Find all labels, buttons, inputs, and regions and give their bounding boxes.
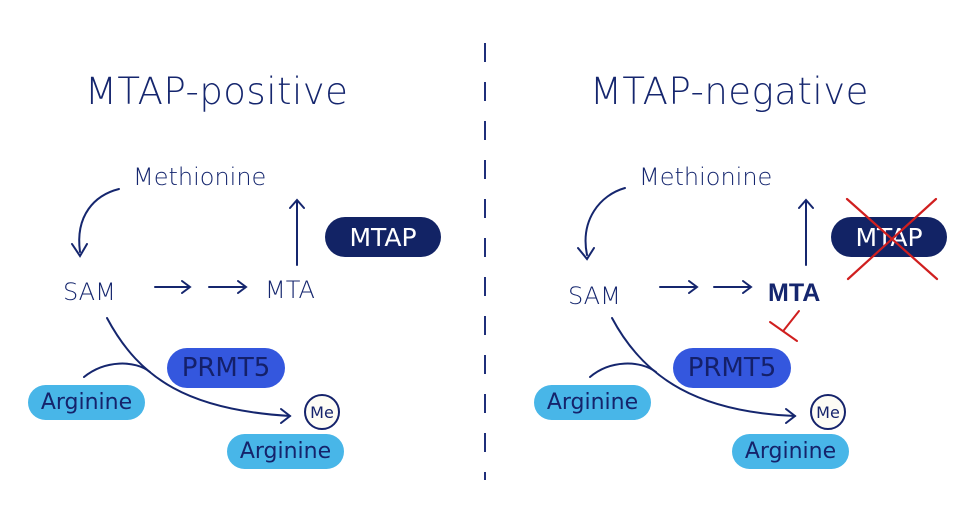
sam-to-methylarginine-curve xyxy=(611,317,796,417)
sam-to-methylarginine-curve xyxy=(106,317,291,417)
mta-to-methionine-arrow xyxy=(289,198,305,266)
methionine-to-sam-arrow xyxy=(78,188,120,253)
mta-to-methionine-arrow xyxy=(798,198,814,266)
methylarginine-arrowhead xyxy=(280,408,292,424)
arginine-substrate-pill: Arginine xyxy=(28,385,145,420)
methyl-group-badge: Me xyxy=(810,394,846,430)
sam-to-mta-arrow-1 xyxy=(659,280,699,294)
arginine-to-prmt5-curve xyxy=(589,362,657,378)
arginine-to-prmt5-curve xyxy=(83,362,151,378)
methylarginine-arrowhead xyxy=(785,408,797,424)
methionine-to-sam-arrowhead xyxy=(577,247,595,261)
panel-title: MTAP-positive xyxy=(85,70,349,113)
mta-label-accumulated: MTA xyxy=(768,279,821,307)
methionine-label: Methionine xyxy=(133,163,267,191)
sam-to-mta-arrow-2 xyxy=(713,280,753,294)
right-pathway-arrows xyxy=(577,187,814,424)
prmt5-enzyme-pill: PRMT5 xyxy=(673,348,791,388)
arginine-substrate-pill: Arginine xyxy=(534,385,651,420)
methyl-group-badge: Me xyxy=(304,394,340,430)
sam-label: SAM xyxy=(568,282,621,310)
methionine-label: Methionine xyxy=(639,163,773,191)
sam-label: SAM xyxy=(63,278,116,306)
methionine-to-sam-arrowhead xyxy=(71,243,88,258)
left-pathway-arrows xyxy=(71,188,305,424)
prmt5-enzyme-pill: PRMT5 xyxy=(167,348,285,388)
sam-to-mta-arrow-2 xyxy=(208,280,248,294)
mta-label: MTA xyxy=(265,276,315,304)
panel-title: MTAP-negative xyxy=(590,70,869,113)
arginine-product-pill: Arginine xyxy=(732,434,849,469)
arginine-product-pill: Arginine xyxy=(227,434,344,469)
mta-inhibits-prmt5-icon xyxy=(769,310,800,342)
sam-to-mta-arrow-1 xyxy=(154,280,192,294)
methionine-to-sam-arrow xyxy=(584,187,626,256)
mtap-enzyme-pill: MTAP xyxy=(325,217,441,257)
